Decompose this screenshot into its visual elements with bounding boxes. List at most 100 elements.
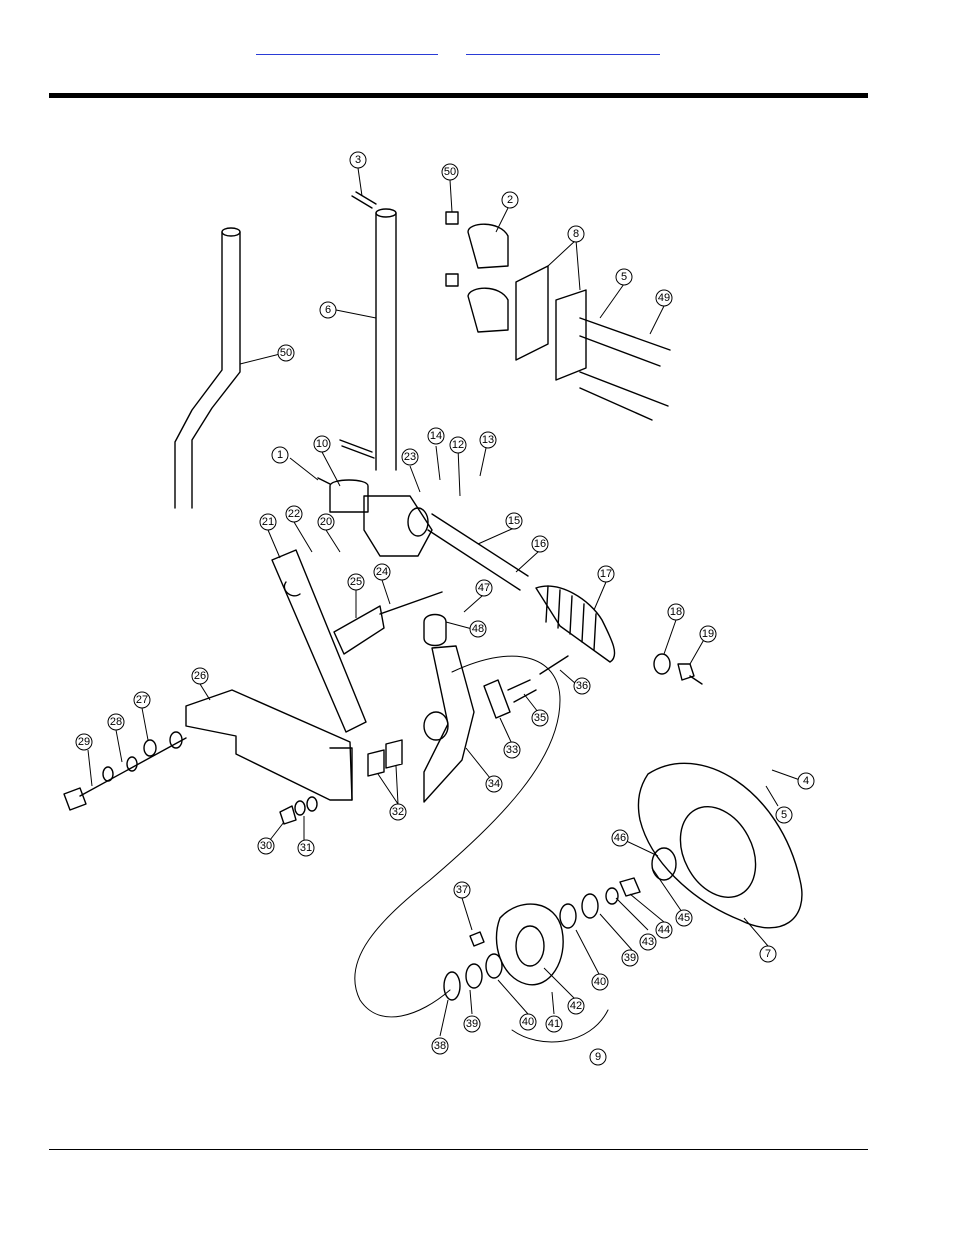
callout-label: 10 <box>316 438 328 450</box>
callout-9 <box>589 1048 607 1066</box>
callout-label: 28 <box>110 716 122 728</box>
callout-1 <box>271 446 289 464</box>
callout-8 <box>567 225 585 243</box>
callout-label: 12 <box>452 439 464 451</box>
callout-40-left <box>519 1013 537 1031</box>
callout-5-right <box>775 806 793 824</box>
callout-35 <box>531 709 549 727</box>
callout-label: 20 <box>320 516 332 528</box>
callout-label: 50 <box>280 347 292 359</box>
callout-50-top <box>441 163 459 181</box>
bottom-rule <box>49 1149 868 1150</box>
callout-12 <box>449 436 467 454</box>
callout-21 <box>259 513 277 531</box>
callout-44 <box>655 921 673 939</box>
callout-label: 13 <box>482 434 494 446</box>
callout-46 <box>611 829 629 847</box>
callout-label: 36 <box>576 680 588 692</box>
callout-label: 25 <box>350 576 362 588</box>
callout-label: 42 <box>570 1000 582 1012</box>
callout-15 <box>505 512 523 530</box>
callout-7 <box>759 945 777 963</box>
plate-front <box>515 265 549 361</box>
callout-label: 17 <box>600 568 612 580</box>
callout-label: 39 <box>466 1018 478 1030</box>
callout-label: 35 <box>534 712 546 724</box>
callout-28 <box>107 713 125 731</box>
callout-label: 38 <box>434 1040 446 1052</box>
callout-label: 4 <box>803 775 809 787</box>
callout-label: 46 <box>614 832 626 844</box>
callout-label: 49 <box>658 292 670 304</box>
parts-diagram: 3 50 2 8 5 49 6 50 1 10 14 12 13 23 15 1… <box>63 151 815 1066</box>
callout-27 <box>133 691 151 709</box>
callout-label: 6 <box>325 304 331 316</box>
nav-link-1[interactable] <box>256 40 438 55</box>
callout-17 <box>597 565 615 583</box>
callout-50-left <box>277 344 295 362</box>
callout-39-left <box>463 1015 481 1033</box>
callout-label: 7 <box>765 948 771 960</box>
clamp-upper <box>467 223 509 269</box>
callout-41 <box>545 1015 563 1033</box>
callout-label: 30 <box>260 840 272 852</box>
callout-label: 31 <box>300 842 312 854</box>
plate-back <box>555 289 587 381</box>
callout-6 <box>319 301 337 319</box>
callout-label: 24 <box>376 566 388 578</box>
callout-16 <box>531 535 549 553</box>
callout-label: 47 <box>478 582 490 594</box>
spring <box>535 585 616 663</box>
callout-label: 33 <box>506 744 518 756</box>
callout-10 <box>313 435 331 453</box>
callout-34 <box>485 775 503 793</box>
callout-23 <box>401 448 419 466</box>
callout-5-top <box>615 268 633 286</box>
callout-42 <box>567 997 585 1015</box>
handle-rod <box>174 231 241 509</box>
callout-label: 22 <box>288 508 300 520</box>
callout-31 <box>297 839 315 857</box>
callout-19 <box>699 625 717 643</box>
callout-label: 32 <box>392 806 404 818</box>
callout-25 <box>347 573 365 591</box>
callout-22 <box>285 505 303 523</box>
bearing-housing <box>495 903 564 986</box>
callout-label: 1 <box>277 449 283 461</box>
callout-43 <box>639 933 657 951</box>
callout-label: 45 <box>678 912 690 924</box>
callout-label: 39 <box>624 952 636 964</box>
callout-29 <box>75 733 93 751</box>
callout-38 <box>431 1037 449 1055</box>
callout-36 <box>573 677 591 695</box>
callout-14 <box>427 427 445 445</box>
callout-39-right <box>621 949 639 967</box>
callout-label: 2 <box>507 194 513 206</box>
callout-24 <box>373 563 391 581</box>
callout-label: 5 <box>781 809 787 821</box>
callout-label: 44 <box>658 924 670 936</box>
axle <box>427 513 529 591</box>
clamp-lower <box>467 287 509 333</box>
callout-label: 29 <box>78 736 90 748</box>
callout-33 <box>503 741 521 759</box>
callout-48 <box>469 620 487 638</box>
callout-label: 5 <box>621 271 627 283</box>
callout-32 <box>389 803 407 821</box>
callout-label: 43 <box>642 936 654 948</box>
shaft <box>375 212 397 471</box>
callout-label: 26 <box>194 670 206 682</box>
callout-4 <box>797 772 815 790</box>
callout-label: 40 <box>594 976 606 988</box>
callout-30 <box>257 837 275 855</box>
callout-label: 19 <box>702 628 714 640</box>
crossbar <box>185 689 353 801</box>
callout-label: 21 <box>262 516 274 528</box>
callout-label: 15 <box>508 515 520 527</box>
callout-3 <box>349 151 367 169</box>
nav-link-2[interactable] <box>466 40 660 55</box>
disc-blade <box>637 762 803 929</box>
callout-label: 50 <box>444 166 456 178</box>
callout-label: 18 <box>670 606 682 618</box>
callout-45 <box>675 909 693 927</box>
